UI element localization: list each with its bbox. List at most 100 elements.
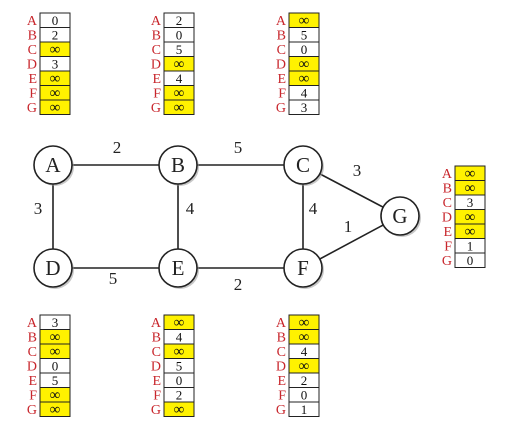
row-label: G xyxy=(276,403,286,418)
node-label: G xyxy=(392,204,407,228)
row-label: C xyxy=(28,43,37,58)
row-label: A xyxy=(151,316,162,331)
row-label: D xyxy=(276,58,286,73)
cell-value: ∞ xyxy=(299,13,310,29)
node-e: E xyxy=(158,248,199,289)
node-label: F xyxy=(297,256,309,280)
node-circle xyxy=(283,145,323,185)
row-label: F xyxy=(278,389,286,404)
cell-value: ∞ xyxy=(50,330,61,346)
cell-value: ∞ xyxy=(174,100,185,116)
cell-value: ∞ xyxy=(174,344,185,360)
distance-cell xyxy=(454,252,486,268)
cell-value: ∞ xyxy=(50,344,61,360)
cell-value: ∞ xyxy=(50,86,61,102)
edge-weight-b-e: 4 xyxy=(186,199,195,218)
row-label: E xyxy=(152,72,161,87)
cell-value: ∞ xyxy=(50,100,61,116)
infinity-cell xyxy=(163,401,195,417)
cell-value: 5 xyxy=(176,359,183,374)
node-b: B xyxy=(158,145,199,186)
cell-value: ∞ xyxy=(299,330,310,346)
row-label: G xyxy=(27,403,37,418)
cell-value: 0 xyxy=(301,42,308,57)
row-label: G xyxy=(151,101,161,116)
cell-value: 0 xyxy=(176,28,183,43)
edge-weight-f-g: 1 xyxy=(344,217,353,236)
row-label: D xyxy=(27,360,37,375)
row-label: B xyxy=(277,29,286,44)
cell-value: 5 xyxy=(52,373,59,388)
cell-value: 4 xyxy=(301,86,308,101)
cell-value: ∞ xyxy=(299,71,310,87)
node-circle xyxy=(283,248,323,288)
row-label: A xyxy=(442,167,453,182)
row-label: C xyxy=(443,196,452,211)
edge-weight-d-e: 5 xyxy=(109,269,118,288)
cell-value: ∞ xyxy=(465,166,476,182)
node-f: F xyxy=(283,248,324,289)
cell-value: 2 xyxy=(176,388,183,403)
cell-value: ∞ xyxy=(465,181,476,197)
node-label: B xyxy=(171,153,185,177)
row-label: G xyxy=(442,254,452,269)
row-label: B xyxy=(28,29,37,44)
row-label: F xyxy=(278,87,286,102)
node-circle xyxy=(158,145,198,185)
cell-value: ∞ xyxy=(174,86,185,102)
infinity-cell xyxy=(163,99,195,115)
infinity-cell xyxy=(39,99,71,115)
row-label: C xyxy=(277,43,286,58)
distance-cell xyxy=(288,99,320,115)
row-label: F xyxy=(29,87,37,102)
cell-value: ∞ xyxy=(174,402,185,418)
edge-weight-a-b: 2 xyxy=(113,138,122,157)
cell-value: 3 xyxy=(52,315,59,330)
row-label: B xyxy=(152,29,161,44)
row-label: F xyxy=(444,240,452,255)
row-label: A xyxy=(27,14,38,29)
node-label: C xyxy=(296,153,310,177)
cell-value: ∞ xyxy=(174,57,185,73)
node-label: A xyxy=(45,153,61,177)
cell-value: ∞ xyxy=(50,71,61,87)
row-label: E xyxy=(28,374,37,389)
infinity-cell xyxy=(39,401,71,417)
row-label: G xyxy=(27,101,37,116)
node-circle xyxy=(33,145,73,185)
row-label: E xyxy=(443,225,452,240)
node-g: G xyxy=(380,196,421,237)
cell-value: 3 xyxy=(301,100,308,115)
cell-value: 2 xyxy=(176,13,183,28)
cell-value: ∞ xyxy=(465,210,476,226)
cell-value: ∞ xyxy=(465,224,476,240)
edge-weight-b-c: 5 xyxy=(234,138,243,157)
row-label: A xyxy=(276,316,287,331)
cell-value: 0 xyxy=(176,373,183,388)
row-label: F xyxy=(153,87,161,102)
node-circle xyxy=(158,248,198,288)
row-label: D xyxy=(276,360,286,375)
row-label: A xyxy=(276,14,287,29)
row-label: C xyxy=(277,345,286,360)
cell-value: 1 xyxy=(301,402,308,417)
cell-value: 4 xyxy=(176,71,183,86)
row-label: A xyxy=(27,316,38,331)
cell-value: 0 xyxy=(301,388,308,403)
cell-value: 2 xyxy=(52,28,59,43)
row-label: E xyxy=(277,374,286,389)
cell-value: 2 xyxy=(301,373,308,388)
cell-value: ∞ xyxy=(50,42,61,58)
node-circle xyxy=(33,248,73,288)
cell-value: 0 xyxy=(467,253,474,268)
cell-value: ∞ xyxy=(174,315,185,331)
